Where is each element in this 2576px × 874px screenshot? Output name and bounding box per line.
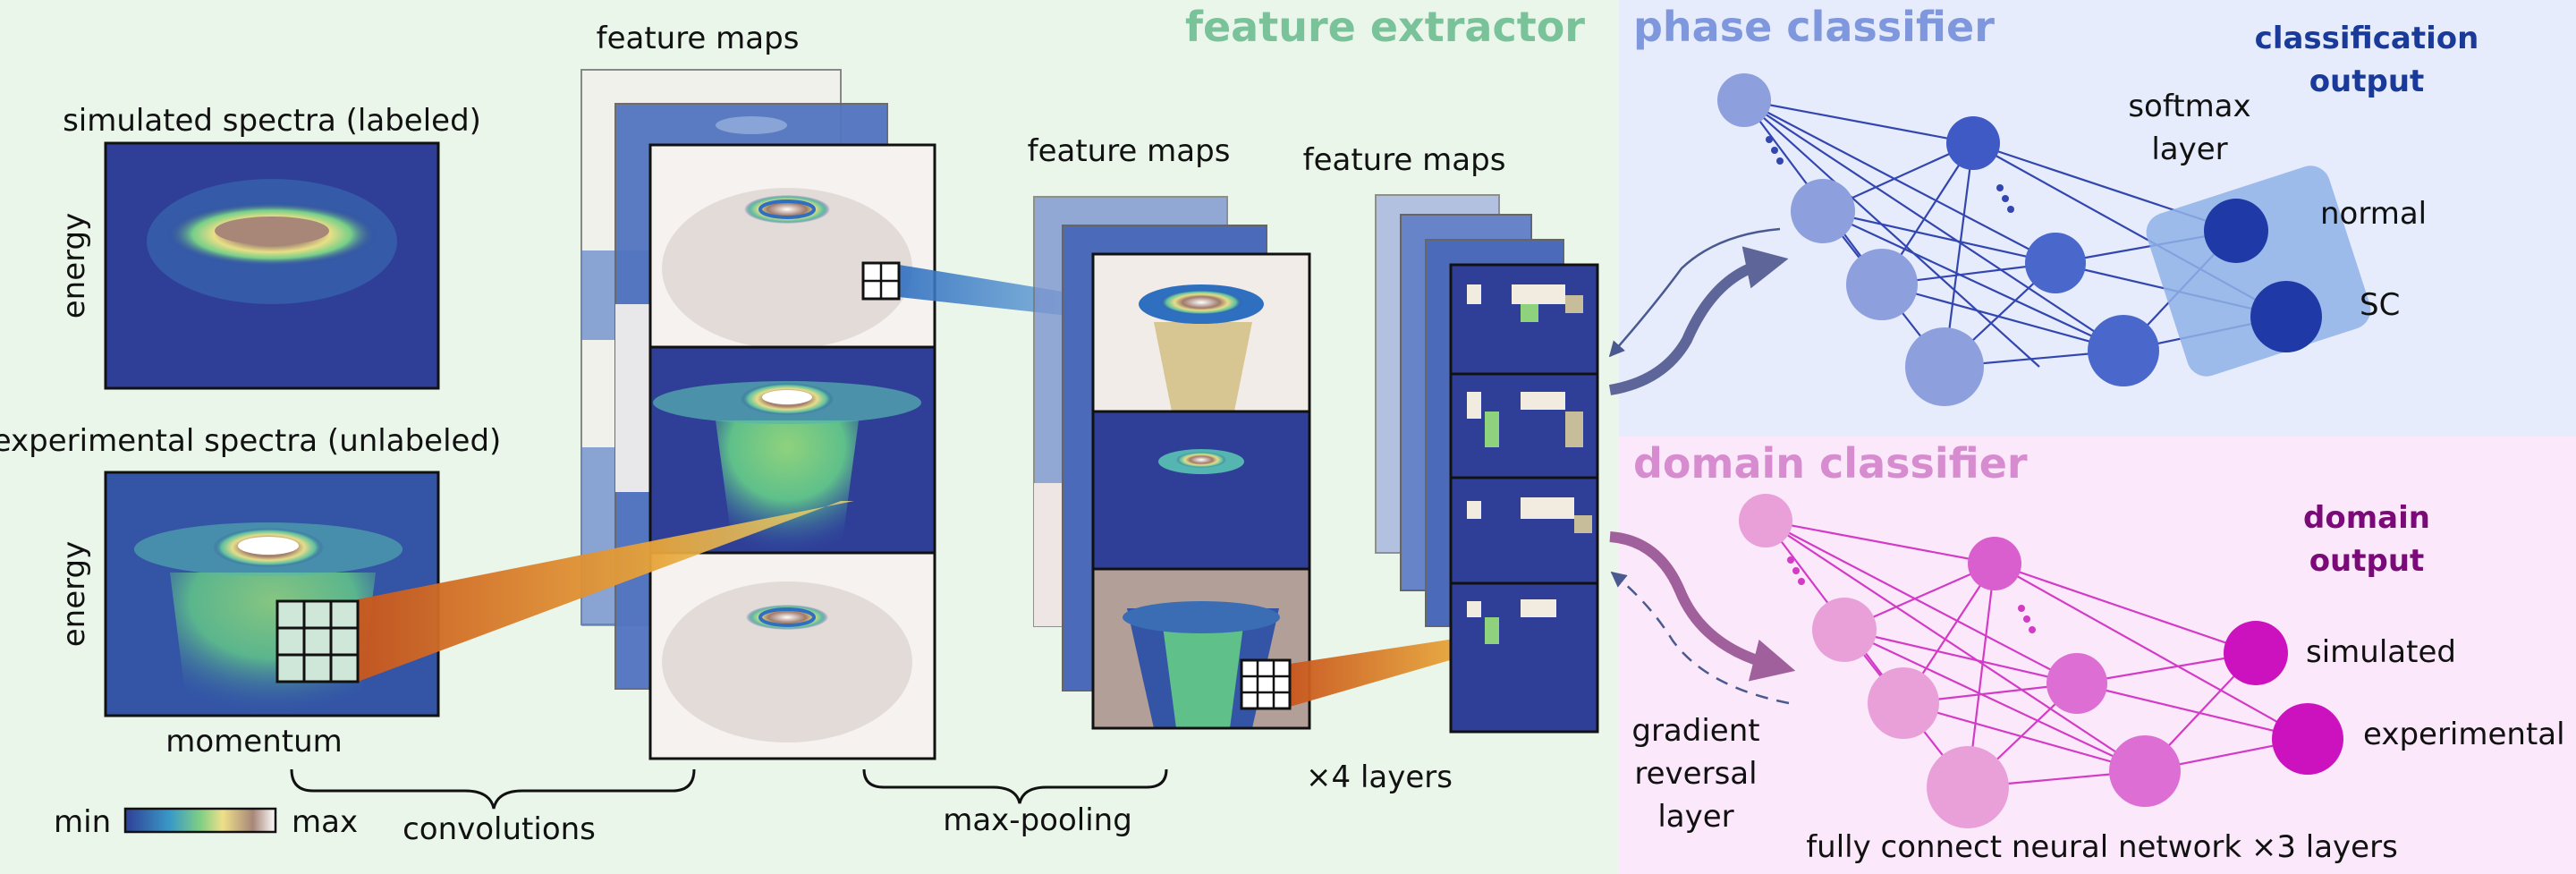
classification-output-title: classification: [2255, 21, 2479, 56]
domain-network-dots: [1787, 556, 2036, 633]
softmax-label: softmax: [2128, 89, 2250, 124]
feature-map-kernel-grid: [861, 261, 901, 301]
phase-classifier-title: phase classifier: [1633, 3, 1995, 51]
energy-label-experimental: energy: [56, 541, 92, 647]
convolutions-label: convolutions: [402, 811, 596, 847]
phase-forward-arrow: [1608, 246, 1789, 395]
domain-network-nodes: [1739, 494, 2343, 828]
max-pooling-brace: [862, 768, 1168, 804]
colorbar-max-label: max: [292, 804, 358, 840]
feature-extractor-title: feature extractor: [1185, 3, 1585, 51]
convolution-beam: [358, 501, 854, 682]
phase-backward-arrow: [1608, 227, 1781, 358]
simulated-spectra-label: simulated spectra (labeled): [63, 103, 481, 139]
domain-forward-arrow: [1609, 531, 1796, 682]
feature-maps-label-1: feature maps: [597, 21, 800, 56]
max-pooling-label: max-pooling: [943, 802, 1132, 838]
domain-classifier-title: domain classifier: [1633, 439, 2028, 488]
output-simulated-label: simulated: [2306, 634, 2456, 670]
convolutions-brace: [290, 768, 696, 810]
phase-network-dots: [1766, 136, 2014, 213]
fully-connected-label: fully connect neural network ×3 layers: [1806, 829, 2398, 865]
softmax-label-2: layer: [2151, 132, 2227, 167]
feature-maps-label-2: feature maps: [1028, 133, 1231, 169]
gradient-reversal-arrow: [1610, 571, 1790, 705]
feature-maps-label-3: feature maps: [1303, 142, 1506, 178]
convolution-kernel-grid: [275, 599, 360, 683]
output-sc-label: SC: [2360, 287, 2400, 323]
classification-output-title-2: output: [2309, 64, 2425, 99]
feature-maps-stack-3: [1375, 194, 1599, 734]
pooling-kernel-grid: [1240, 658, 1292, 710]
feature-maps-stack-1: [580, 69, 936, 760]
colorbar-min-label: min: [54, 804, 111, 840]
domain-output-title-2: output: [2309, 543, 2425, 579]
domain-output-title: domain: [2303, 500, 2430, 536]
momentum-label: momentum: [165, 724, 343, 759]
output-normal-label: normal: [2320, 196, 2427, 232]
gradient-reversal-label-2: reversal: [1634, 756, 1757, 792]
feature-maps-stack-2: [1033, 196, 1311, 730]
experimental-spectra-label: experimental spectra (unlabeled): [0, 423, 501, 459]
gradient-reversal-label: gradient: [1631, 713, 1759, 749]
gradient-reversal-label-3: layer: [1657, 799, 1733, 835]
simulated-spectrum-image: [104, 141, 440, 390]
colorbar: [123, 807, 277, 834]
phase-network-nodes: [1717, 73, 2322, 406]
energy-label-simulated: energy: [56, 213, 92, 318]
output-experimental-label: experimental: [2363, 717, 2565, 752]
layers-label: ×4 layers: [1306, 759, 1453, 795]
